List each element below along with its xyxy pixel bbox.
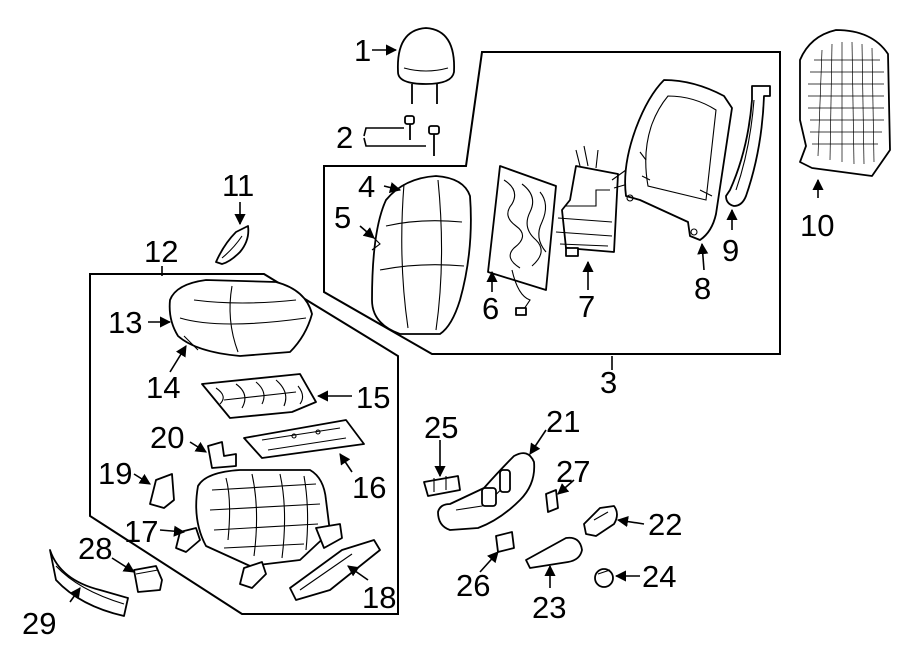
callout-23: 23 <box>532 590 566 625</box>
back-heater-mat <box>487 165 557 316</box>
callout-9: 9 <box>722 233 739 268</box>
side-cover-small <box>215 225 250 265</box>
callout-28: 28 <box>78 531 112 566</box>
callout-20: 20 <box>150 420 184 455</box>
seat-cushion-cover <box>168 279 313 357</box>
callout-7: 7 <box>578 289 595 324</box>
track-cover <box>289 539 381 601</box>
mounting-bracket <box>207 441 237 469</box>
callout-17: 17 <box>124 514 158 549</box>
callout-3: 3 <box>600 365 617 400</box>
callout-11: 11 <box>222 168 254 203</box>
callout-8: 8 <box>694 271 711 306</box>
callout-25: 25 <box>424 410 458 445</box>
adjust-switch-25 <box>423 475 461 497</box>
seat-cushion-group-frame <box>89 273 399 615</box>
callout-10: 10 <box>800 208 834 243</box>
callout-13: 13 <box>108 305 142 340</box>
callout-14: 14 <box>146 370 180 405</box>
callout-16: 16 <box>352 470 386 505</box>
callout-1: 1 <box>354 33 371 68</box>
callout-4: 4 <box>358 169 375 204</box>
lumbar-support <box>555 145 629 257</box>
callout-18: 18 <box>362 580 396 615</box>
callout-12: 12 <box>144 234 178 269</box>
adjust-switch-22 <box>583 505 618 537</box>
leader-lines <box>69 44 824 603</box>
seat-back-rear-panel <box>799 29 891 177</box>
side-shield-cover <box>149 473 175 509</box>
connector-28 <box>133 565 163 593</box>
cover-cap-26 <box>495 531 515 553</box>
callout-21: 21 <box>546 404 580 439</box>
cushion-heater-mat <box>201 373 317 419</box>
cover-cap-27 <box>545 489 559 513</box>
headrest <box>397 27 455 104</box>
callout-27: 27 <box>556 454 590 489</box>
callout-26: 26 <box>456 568 490 603</box>
recliner-handle <box>525 536 583 569</box>
callout-24: 24 <box>642 559 676 594</box>
callout-labels: 1 2 3 4 5 6 7 8 9 10 11 12 13 14 15 16 1… <box>22 33 834 641</box>
seat-adjuster-frame <box>175 469 343 589</box>
seat-back-group-frame <box>323 51 781 355</box>
cushion-pan <box>243 419 365 459</box>
seat-back-frame <box>624 79 733 241</box>
adjust-knob <box>594 568 614 588</box>
trim-strip <box>49 549 129 617</box>
side-trim-panel <box>725 85 771 207</box>
callout-15: 15 <box>356 380 390 415</box>
callout-19: 19 <box>98 456 132 491</box>
callout-29: 29 <box>22 606 56 641</box>
callout-22: 22 <box>648 507 682 542</box>
seat-back-cover <box>371 175 472 335</box>
headrest-guides <box>404 115 440 156</box>
callout-2: 2 <box>336 120 353 155</box>
callout-6: 6 <box>482 291 499 326</box>
callout-5: 5 <box>334 200 351 235</box>
outer-side-shield <box>437 452 536 531</box>
